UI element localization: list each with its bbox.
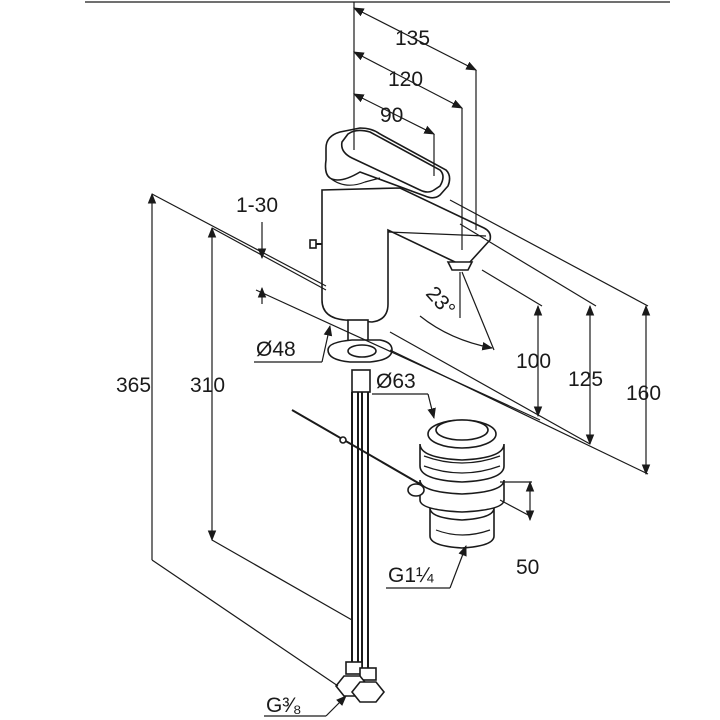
dim-angle-23-label: 23°	[421, 282, 459, 321]
dim-diameter-63: Ø63	[372, 370, 436, 420]
dim-135-label: 135	[395, 27, 430, 50]
dim-1-30-label: 1-30	[236, 194, 278, 217]
dim-thread-g1-1-4: G1¼	[386, 544, 467, 589]
dim-100-label: 100	[516, 350, 551, 373]
counter-reference-lines	[151, 193, 649, 517]
faucet-body	[309, 127, 492, 323]
dim-120-label: 120	[388, 68, 423, 91]
dim-365: 365	[116, 192, 339, 687]
dim-310: 310	[190, 226, 353, 621]
dim-100: 100	[516, 304, 551, 418]
dim-diameter-63-label: Ø63	[376, 370, 416, 393]
faucet-mounting	[291, 319, 421, 703]
dim-125-label: 125	[568, 368, 603, 391]
dim-thread-g1-1-4-label: G1¼	[388, 564, 434, 587]
dim-365-label: 365	[116, 374, 151, 397]
dim-125: 125	[568, 304, 603, 446]
dim-50-label: 50	[516, 556, 539, 579]
dim-310-label: 310	[190, 374, 225, 397]
dim-thread-g3-8-label: G³⁄₈	[266, 694, 302, 717]
dim-thread-g3-8: G³⁄₈	[264, 694, 347, 717]
dim-angle-23: 23°	[419, 271, 495, 351]
dim-diameter-48-label: Ø48	[256, 338, 296, 361]
dim-160: 160	[626, 304, 661, 476]
popup-waste	[407, 419, 505, 549]
dim-120: 120	[353, 51, 463, 250]
dim-diameter-48: Ø48	[254, 324, 333, 363]
dim-160-label: 160	[626, 382, 661, 405]
dim-50: 50	[500, 480, 539, 579]
dim-90-label: 90	[380, 104, 403, 127]
dim-90: 90	[353, 93, 435, 176]
